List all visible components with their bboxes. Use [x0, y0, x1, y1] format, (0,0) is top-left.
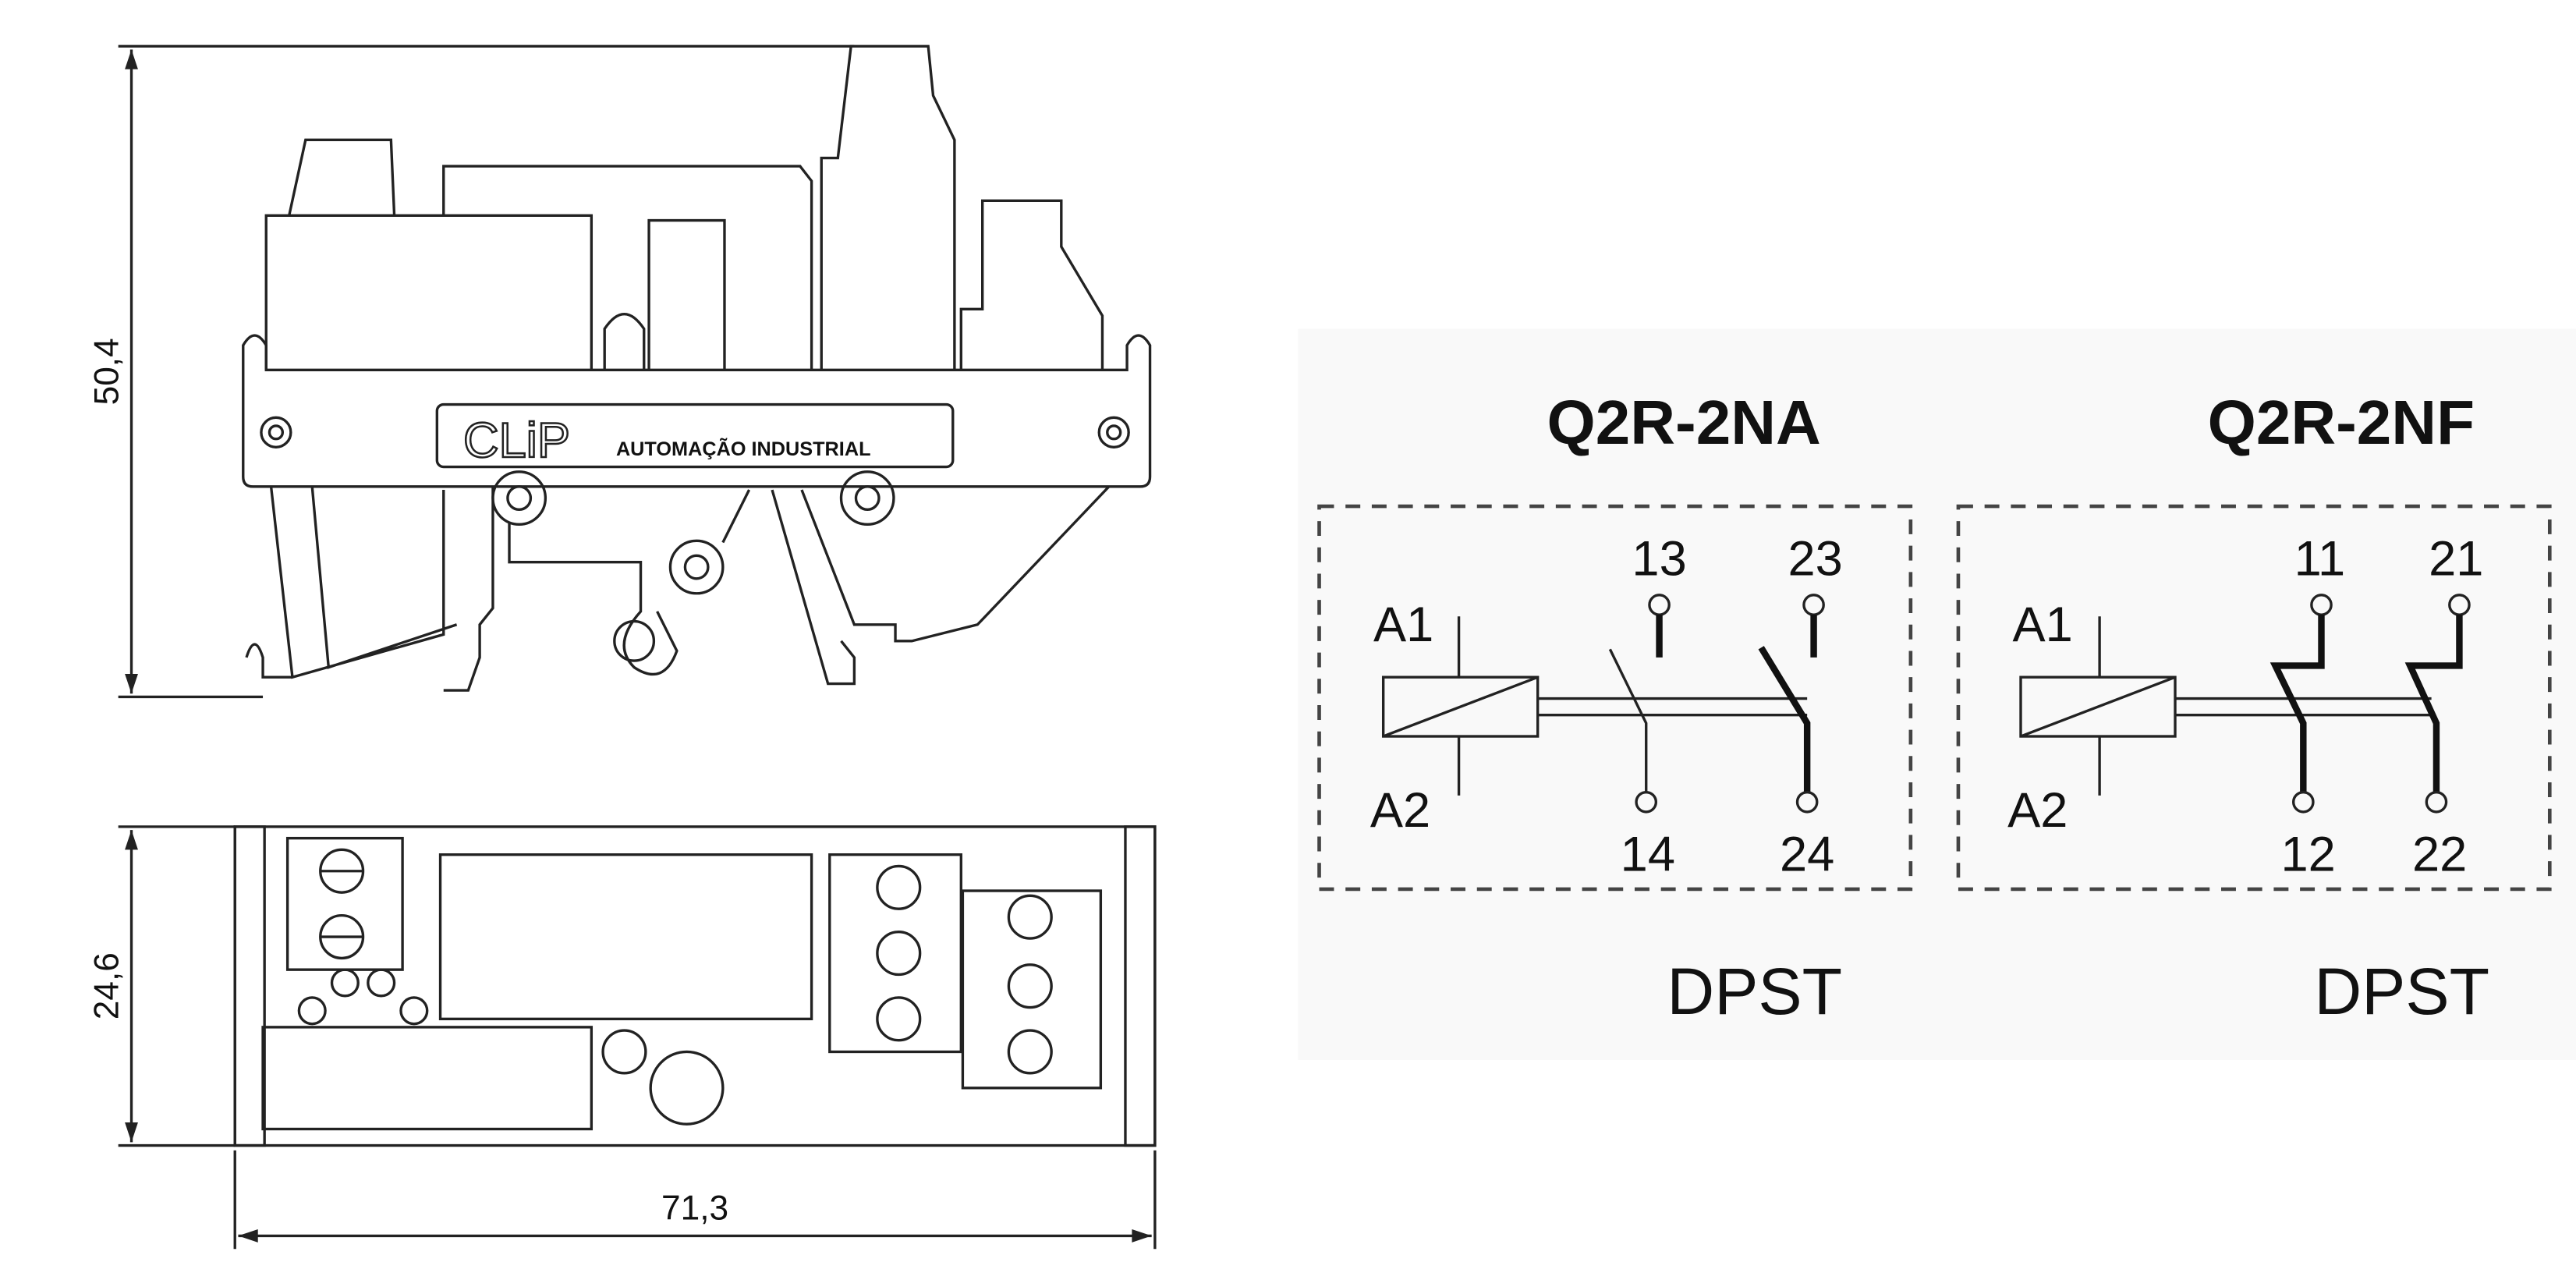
coil-label-a1: A1 — [2012, 597, 2072, 652]
schematic-title: Q2R-2NA — [1547, 388, 1821, 457]
coil-label-a1: A1 — [1373, 597, 1433, 652]
side-view: 50,4 CLiP AUTOMAÇÃO INDUSTRIAL — [88, 44, 1152, 699]
logo-brand: CLiP — [463, 413, 570, 468]
terminal-label: 23 — [1788, 532, 1843, 587]
schematic-title: Q2R-2NF — [2208, 388, 2475, 457]
terminal-label: 24 — [1780, 828, 1834, 882]
terminal-label: 14 — [1621, 828, 1675, 882]
terminal-label: 22 — [2412, 828, 2467, 882]
terminal-label: 11 — [2294, 532, 2346, 587]
top-view: 24,6 71,3 — [88, 825, 1157, 1250]
width-dimension: 71,3 — [661, 1189, 728, 1227]
terminal-label: 21 — [2429, 532, 2483, 587]
contact-type: DPST — [1667, 955, 1842, 1028]
logo-tagline: AUTOMAÇÃO INDUSTRIAL — [616, 437, 871, 460]
contact-type: DPST — [2314, 955, 2489, 1028]
terminal-label: 13 — [1632, 532, 1686, 587]
logo-plate — [435, 402, 955, 469]
coil-label-a2: A2 — [1370, 783, 1430, 838]
height-dimension: 50,4 — [88, 338, 126, 405]
terminal-label: 12 — [2280, 828, 2335, 882]
depth-dimension: 24,6 — [88, 952, 126, 1019]
schematic-q2r-2nf: Q2R-2NF A1 A2 11 21 12 22 DPST — [1956, 388, 2552, 1028]
coil-label-a2: A2 — [2007, 783, 2068, 838]
schematic-q2r-2na: Q2R-2NA A1 A2 13 23 14 24 DPST — [1317, 388, 1913, 1028]
